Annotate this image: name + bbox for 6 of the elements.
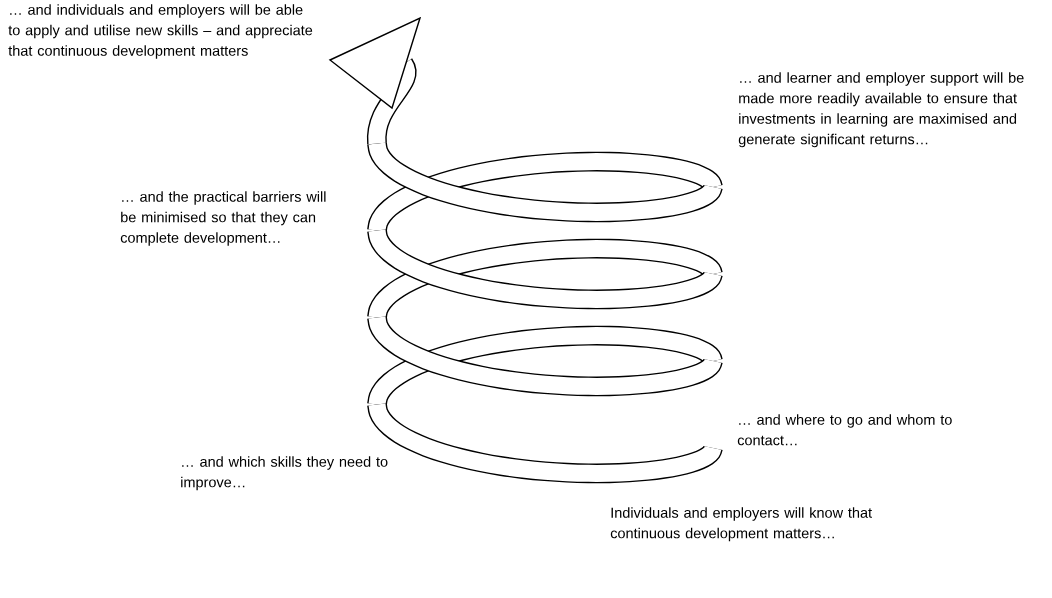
annotation-text: … and which skills they need to improve… bbox=[181, 456, 388, 491]
annotation-text: … and where to go and whom to contact… bbox=[737, 414, 952, 446]
annotation-text: … and learner and employer support will be made more readily available to ensure that investments in learning are maximised and generate significant returns… bbox=[738, 72, 1024, 148]
annotation-text: Individuals and employers will know that continuous development matters… bbox=[610, 507, 872, 542]
annotation-text: … and the practical barriers will be minimised so that they can complete development… bbox=[120, 191, 326, 246]
annotation-text: … and individuals and employers will be able to apply and utilise new skills – and appreciate that continuous development matters bbox=[8, 4, 313, 59]
